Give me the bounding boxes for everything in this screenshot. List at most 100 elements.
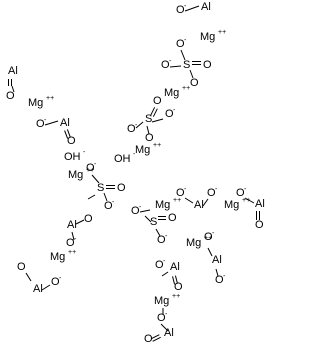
magnesium-label: Mg (50, 251, 65, 263)
bond-line (87, 194, 96, 200)
bond-line (75, 219, 85, 225)
oxygen-label: O (215, 274, 224, 286)
oxygen-label: O (145, 132, 154, 144)
sulfur-label: S (183, 59, 190, 71)
charge-minus: - (59, 275, 62, 282)
oxygen-label: O (127, 123, 136, 135)
charge-minus: - (215, 186, 218, 193)
magnesium-label: Mg (200, 31, 215, 43)
oxygen-label: O (255, 219, 264, 231)
aluminium-label: Al (194, 199, 204, 211)
oxygen-label: O (36, 118, 45, 130)
charge-minus: - (184, 186, 187, 193)
charge-minus: - (94, 161, 97, 168)
charge-minus: - (44, 117, 47, 124)
magnesium-label: Mg (154, 295, 169, 307)
bond-line (146, 125, 150, 135)
magnesium-label: Mg (224, 199, 239, 211)
oxygen-label: O (207, 187, 216, 199)
bond-line (184, 197, 194, 204)
oxygen-label: O (157, 234, 166, 246)
bond-line (202, 198, 209, 207)
sulfur-label: S (145, 113, 152, 125)
sulfur-label: S (97, 182, 104, 194)
oxygen-label: O (144, 333, 153, 345)
magnesium-label: Mg (186, 237, 201, 249)
oxygen-label: O (161, 59, 170, 71)
bond-line (71, 231, 75, 241)
bond-line (150, 107, 156, 116)
charge-plus-plus: ++ (182, 85, 190, 92)
aluminium-label: Al (201, 1, 211, 13)
bond-line (180, 49, 186, 61)
bond-line (144, 215, 152, 223)
charge-minus: - (212, 230, 215, 237)
bond-line (11, 85, 15, 93)
bond-line (41, 284, 51, 291)
bond-line (103, 192, 108, 202)
oxygen-label: O (6, 90, 15, 102)
charge-plus-plus: ++ (86, 167, 94, 174)
oxygen-label: O (165, 108, 174, 120)
oxygen-label: O (236, 187, 245, 199)
charge-minus: - (112, 199, 115, 206)
bond-line (139, 209, 151, 213)
bond-line (184, 5, 200, 12)
bond-line (66, 129, 71, 138)
aluminium-label: Al (67, 219, 77, 231)
oxygen-label: O (117, 182, 126, 194)
oxygen-label: O (203, 59, 212, 71)
charge-minus: - (163, 258, 166, 265)
oxygen-label: O (190, 77, 199, 89)
charge-plus-plus: ++ (68, 249, 76, 256)
aluminium-label: Al (33, 283, 43, 295)
bond-line (174, 275, 178, 284)
bond-line (160, 323, 169, 332)
bond-line (161, 271, 169, 277)
oxygen-label: O (66, 237, 75, 249)
magnesium-label: Mg (28, 97, 43, 109)
bond-line (151, 118, 164, 123)
bond-line (155, 228, 161, 237)
bond-line (151, 334, 160, 340)
charge-minus: - (165, 311, 168, 318)
oxygen-label: O (176, 38, 185, 50)
oxygen-label: O (86, 162, 95, 174)
charge-minus: - (184, 37, 187, 44)
hydroxide-label: OH (114, 153, 131, 165)
charge-minus: - (184, 3, 187, 10)
oxygen-label: O (104, 200, 113, 212)
charge-minus: - (165, 233, 168, 240)
sulfur-label: S (150, 216, 157, 228)
charge-plus-plus: ++ (218, 29, 226, 36)
charge-minus: - (139, 204, 142, 211)
oxygen-label: O (17, 261, 26, 273)
aluminium-label: Al (164, 327, 174, 339)
oxygen-label: O (84, 213, 93, 225)
oxygen-label: O (131, 205, 140, 217)
charge-plus-plus: ++ (242, 197, 250, 204)
bond-line (215, 268, 219, 277)
charge-plus-plus: ++ (153, 142, 161, 149)
bond-line (135, 121, 144, 129)
charge-minus: - (169, 58, 172, 65)
charge-minus: - (244, 186, 247, 193)
magnesium-label: Mg (164, 87, 179, 99)
bond-line (25, 272, 32, 282)
bond-line (189, 69, 194, 79)
aluminium-label: Al (255, 198, 265, 210)
charge-minus: - (135, 122, 138, 129)
bond-line (169, 65, 182, 68)
charge-plus-plus: ++ (173, 197, 181, 204)
oxygen-label: O (176, 187, 185, 199)
oxygen-label: O (204, 231, 213, 243)
bond-line (44, 120, 59, 126)
charge-minus: - (133, 151, 136, 158)
charge-plus-plus: ++ (46, 95, 54, 102)
aluminium-label: Al (212, 254, 222, 266)
oxygen-label: O (155, 259, 164, 271)
charge-minus: - (223, 273, 226, 280)
hydroxide-label: OH (64, 151, 81, 163)
